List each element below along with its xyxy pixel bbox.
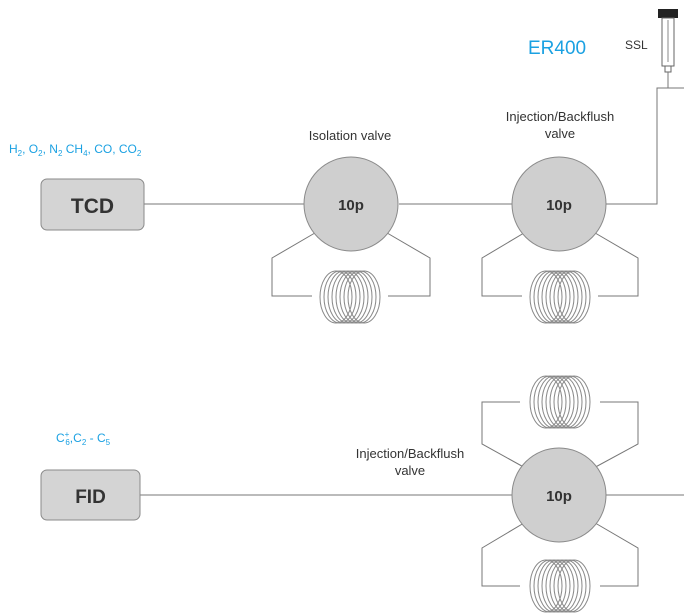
injection-bottom-title-line2: valve (395, 463, 425, 478)
injection-valve-top: Injection/Backflush valve 10p (506, 109, 614, 252)
injection-bottom-upper-loop-left (481, 401, 530, 471)
injection-bottom-lower-loop-right (589, 519, 639, 587)
gas-co: CO (94, 142, 112, 156)
isolation-loop-line-right (381, 229, 431, 297)
fid-label: FID (75, 487, 106, 508)
column-coil-icon (529, 375, 591, 429)
column-coil-icon (319, 270, 381, 324)
gas-ch4: CH (66, 142, 83, 156)
flow-lines (140, 87, 684, 587)
gas-o2: O (29, 142, 38, 156)
gas-h2-sub: 2 (18, 149, 23, 158)
isolation-valve-label: 10p (338, 197, 364, 214)
injection-top-title-line2: valve (545, 126, 575, 141)
gas-ch4-sub: 4 (83, 149, 88, 158)
gas-n2: N (49, 142, 58, 156)
injection-top-label: 10p (546, 197, 572, 214)
tcd-label: TCD (71, 195, 114, 218)
range-c5-sub: 5 (106, 438, 111, 447)
gas-co2-sub: 2 (137, 149, 142, 158)
injection-bottom-upper-loop-right (589, 401, 639, 471)
range-c5: C (97, 431, 106, 445)
ssl-inlet: SSL (625, 9, 678, 88)
injection-top-title-line1: Injection/Backflush (506, 109, 614, 124)
range-c2-sub: 2 (82, 438, 87, 447)
ssl-label: SSL (625, 38, 648, 52)
isolation-valve: Isolation valve 10p (303, 128, 399, 252)
isolation-valve-title: Isolation valve (309, 128, 391, 143)
fid-range-label: C+6,C2 - C5 (56, 430, 111, 447)
injection-to-inlet-line (606, 87, 684, 205)
range-c6: C (56, 431, 65, 445)
injection-bottom-lower-loop-left (481, 519, 530, 587)
range-c2: C (73, 431, 82, 445)
fid-detector: FID (40, 469, 141, 521)
injection-top-loop-line-right (589, 229, 639, 297)
gas-o2-sub: 2 (38, 149, 43, 158)
gas-n2-sub: 2 (58, 149, 63, 158)
tcd-detector: TCD (40, 178, 145, 231)
gas-h2: H (9, 142, 18, 156)
range-dash: - (90, 431, 94, 445)
column-coil-icon (529, 270, 591, 324)
syringe-icon (658, 9, 678, 88)
system-title: ER400 (528, 38, 586, 59)
injection-top-loop-line (481, 229, 530, 297)
injection-bottom-title-line1: Injection/Backflush (356, 446, 464, 461)
gas-co2: CO (119, 142, 137, 156)
injection-valve-bottom: Injection/Backflush valve 10p (356, 446, 607, 543)
injection-bottom-label: 10p (546, 488, 572, 505)
column-coil-icon (529, 559, 591, 613)
isolation-loop-line (271, 229, 321, 297)
range-c6-sup: + (65, 430, 70, 439)
range-c6-sub: 6 (65, 438, 70, 447)
tcd-gases-label: H2, O2, N2 CH4, CO, CO2 (9, 142, 142, 158)
